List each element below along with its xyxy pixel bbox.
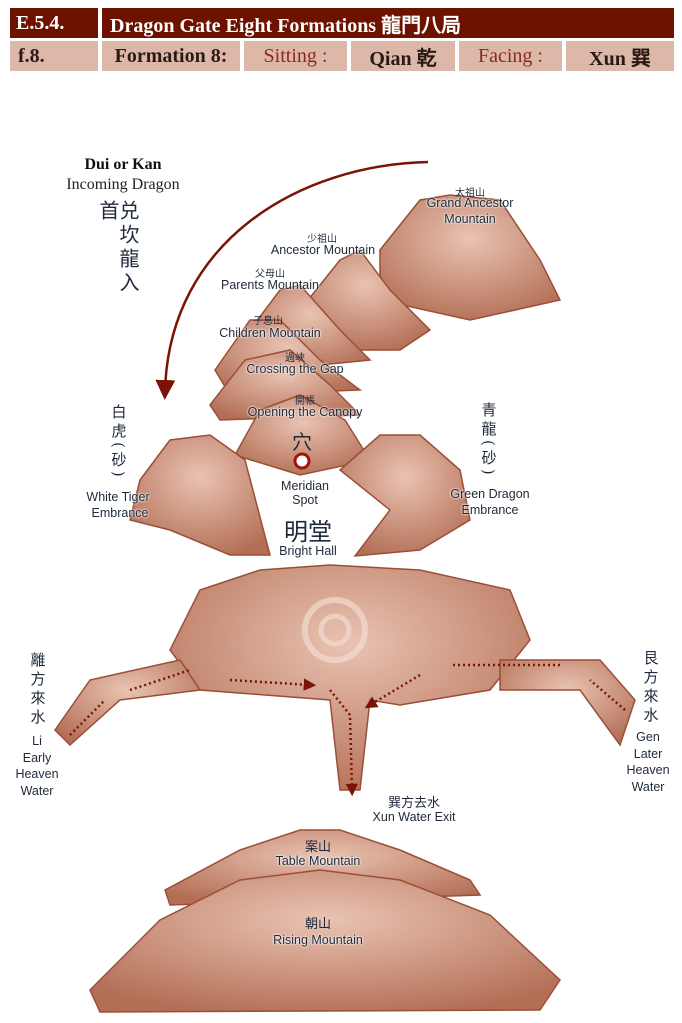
gen-water-label-4: Water [631, 780, 665, 794]
sitting-value: Qian 乾 [351, 41, 455, 71]
parents-zh: 父母山 [255, 269, 285, 280]
gen-water-stream [499, 659, 636, 747]
white-tiger-label-2: Embrance [91, 506, 149, 520]
children-label: Children Mountain [219, 326, 321, 340]
swirl [302, 597, 368, 663]
bright-hall-label: Bright Hall [279, 544, 337, 558]
li-flow-arrow [69, 668, 310, 736]
incoming-title: Dui or Kan [84, 156, 162, 173]
grand-ancestor-label: Grand Ancestor [426, 196, 514, 210]
incoming-dragon-arrow [155, 160, 429, 400]
white-tiger-range [129, 434, 271, 556]
white-tiger-label: White Tiger [86, 490, 150, 504]
facing-value: Xun 巽 [566, 41, 674, 71]
meridian-spot-marker [293, 452, 311, 470]
crossing-gap-mountain [209, 349, 362, 421]
white-tiger-zh: 白虎(砂) [109, 404, 128, 481]
ancestor-zh: 少祖山 [307, 234, 337, 245]
canopy-zh: 開帳 [295, 396, 315, 407]
canopy-mountain [233, 394, 372, 476]
exit-label: Xun Water Exit [372, 810, 456, 824]
formation-label: Formation 8: [102, 41, 240, 71]
parents-label: Parents Mountain [221, 278, 319, 292]
li-water-label-1: Li [32, 734, 42, 748]
bright-hall-plateau [169, 564, 531, 791]
rising-zh: 朝山 [304, 917, 332, 932]
gen-water-label-3: Heaven [626, 763, 670, 777]
gen-water-label-2: Later [633, 747, 663, 761]
green-dragon-zh: 青龍(砂) [479, 402, 498, 479]
incoming-subtitle: Incoming Dragon [66, 176, 180, 193]
children-zh: 子息山 [253, 316, 283, 327]
grand-ancestor-mountain [379, 194, 562, 321]
gen-flow-arrow [370, 663, 626, 710]
green-dragon-range [338, 434, 471, 557]
gen-water-label-1: Gen [636, 730, 660, 744]
bright-hall-zh: 明堂 [284, 518, 332, 546]
li-water-label-3: Heaven [15, 767, 59, 781]
section-title: Dragon Gate Eight Formations 龍門八局 [102, 8, 674, 38]
crossing-zh: 過峽 [285, 353, 305, 364]
li-water-zh: 離方來水 [28, 652, 47, 728]
li-water-stream [54, 659, 202, 747]
spot-label: Meridian [281, 479, 329, 493]
green-dragon-label: Green Dragon [450, 487, 530, 501]
spot-zh: 穴 [292, 430, 312, 454]
table-label: Table Mountain [275, 854, 361, 868]
exit-zh: 巽方去水 [387, 796, 441, 811]
li-water-label-2: Early [22, 751, 52, 765]
grand-ancestor-label-2: Mountain [444, 212, 496, 226]
facing-label: Facing : [459, 41, 562, 71]
canopy-label: Opening the Canopy [247, 405, 363, 419]
li-water-label-4: Water [20, 784, 54, 798]
section-number: E.5.4. [10, 8, 98, 38]
ancestor-label: Ancestor Mountain [270, 243, 376, 257]
spot-label-2: Spot [292, 493, 318, 507]
green-dragon-label-2: Embrance [461, 503, 519, 517]
exit-flow-arrow [329, 689, 359, 797]
rising-label: Rising Mountain [273, 933, 363, 947]
rising-mountain [89, 869, 561, 1013]
sitting-label: Sitting : [244, 41, 347, 71]
gen-water-zh: 艮方來水 [641, 650, 660, 726]
grand-ancestor-zh: 太祖山 [455, 188, 485, 199]
incoming-chinese: 兑坎龍入首 [96, 200, 140, 296]
figure-number: f.8. [10, 41, 98, 71]
crossing-label: Crossing the Gap [246, 362, 344, 376]
table-zh: 案山 [304, 840, 332, 855]
